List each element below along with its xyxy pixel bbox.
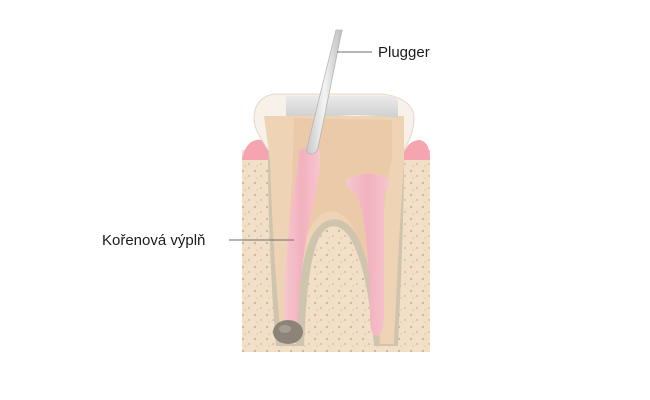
root-filling-left [284,147,321,334]
plugger-label: Plugger [378,44,430,61]
gum-right [402,140,430,160]
abscess-highlight [279,325,291,333]
root-filling-label: Kořenová výplň [102,232,206,249]
gum-left [242,139,270,160]
root-filling-right [346,173,390,336]
temporary-filling [286,96,398,118]
plugger-instrument [306,29,343,155]
